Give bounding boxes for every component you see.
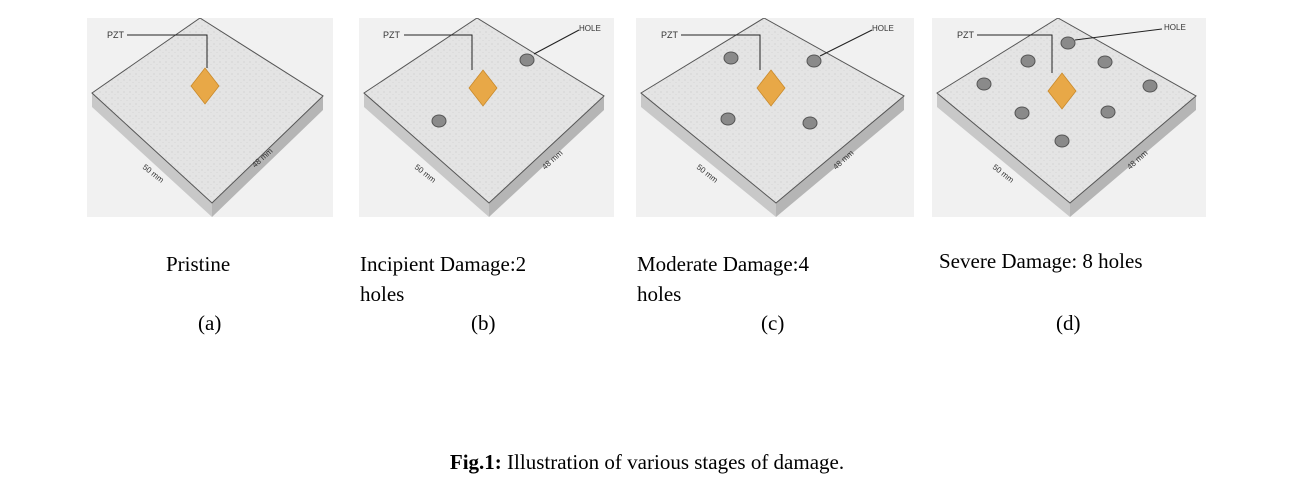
- panel-a-illustration: PZT 50 mm 48 mm: [87, 18, 333, 217]
- hole: [1020, 54, 1036, 68]
- plate-side-right: [1070, 96, 1196, 217]
- plate-side-front: [937, 93, 1070, 217]
- plate-side-right: [212, 96, 323, 217]
- panel-c-illustration: PZT HOLE 50 mm 48 mm: [636, 18, 914, 217]
- subfigure-letter-c: (c): [761, 311, 785, 335]
- pzt-leader-line: [404, 34, 473, 70]
- hole-leader-line: [533, 29, 580, 55]
- caption-line-2: holes: [637, 282, 682, 306]
- hole: [1097, 55, 1113, 69]
- plate-severe-diagram: PZT HOLE 50 mm 48 mm: [936, 18, 1197, 217]
- hole: [723, 51, 739, 65]
- hole: [519, 53, 535, 67]
- plate-side-front: [92, 93, 212, 217]
- subfigure-letter-b: (b): [471, 311, 496, 335]
- pzt-label: PZT: [107, 30, 125, 40]
- caption-pristine: Pristine: [166, 249, 230, 279]
- hole: [1142, 79, 1158, 93]
- plate-side-right: [776, 96, 904, 217]
- plate-top: [363, 18, 605, 204]
- pzt-leader-line: [977, 34, 1053, 73]
- caption-line-1: Incipient Damage:2: [360, 252, 527, 276]
- hole-label: HOLE: [872, 24, 894, 33]
- hole-leader-line: [1074, 28, 1163, 41]
- subfigure-letter-a: (a): [198, 311, 222, 335]
- caption-text: Pristine: [166, 252, 231, 276]
- plate-side-front: [364, 93, 489, 217]
- caption-line-1: Moderate Damage:4: [637, 252, 810, 276]
- caption-text: Severe Damage: 8 holes: [939, 249, 1143, 273]
- pzt-sensor: [468, 69, 498, 107]
- panel-b-illustration: PZT HOLE 50 mm 48 mm: [359, 18, 614, 217]
- hole-label: HOLE: [1164, 23, 1186, 32]
- hole: [806, 54, 822, 68]
- pzt-leader-line: [127, 34, 208, 68]
- plate-side-right: [489, 96, 604, 217]
- plate-moderate-diagram: PZT HOLE 50 mm 48 mm: [640, 18, 905, 217]
- pzt-label: PZT: [383, 30, 401, 40]
- hole-leader-line: [819, 29, 873, 57]
- pzt-leader-line: [681, 34, 761, 70]
- pzt-sensor: [190, 67, 220, 105]
- plate-top: [936, 18, 1197, 204]
- hole: [720, 112, 736, 126]
- subfigure-letter-d: (d): [1056, 311, 1081, 335]
- caption-moderate: Moderate Damage:4 holes: [637, 249, 809, 309]
- figure-caption-prefix: Fig.1:: [449, 450, 502, 474]
- pzt-label: PZT: [661, 30, 679, 40]
- pzt-label: PZT: [957, 30, 975, 40]
- hole: [976, 77, 992, 91]
- caption-incipient: Incipient Damage:2 holes: [360, 249, 526, 309]
- plate-pristine-diagram: PZT 50 mm 48 mm: [91, 18, 324, 217]
- plate-top: [91, 18, 324, 204]
- pzt-sensor: [756, 69, 786, 107]
- plate-top: [640, 18, 905, 204]
- pzt-sensor: [1047, 72, 1077, 110]
- panel-d-illustration: PZT HOLE 50 mm 48 mm: [932, 18, 1206, 217]
- plate-side-front: [641, 93, 776, 217]
- hole-label: HOLE: [579, 24, 601, 33]
- hole: [802, 116, 818, 130]
- caption-line-2: holes: [360, 282, 405, 306]
- plate-incipient-diagram: PZT HOLE 50 mm 48 mm: [363, 18, 605, 217]
- figure-caption: Fig.1: Illustration of various stages of…: [0, 450, 1294, 475]
- hole: [431, 114, 447, 128]
- caption-severe: Severe Damage: 8 holes: [939, 246, 1143, 276]
- hole: [1014, 106, 1030, 120]
- hole: [1100, 105, 1116, 119]
- hole: [1054, 134, 1070, 148]
- hole: [1060, 36, 1076, 50]
- figure-caption-text: Illustration of various stages of damage…: [501, 450, 845, 474]
